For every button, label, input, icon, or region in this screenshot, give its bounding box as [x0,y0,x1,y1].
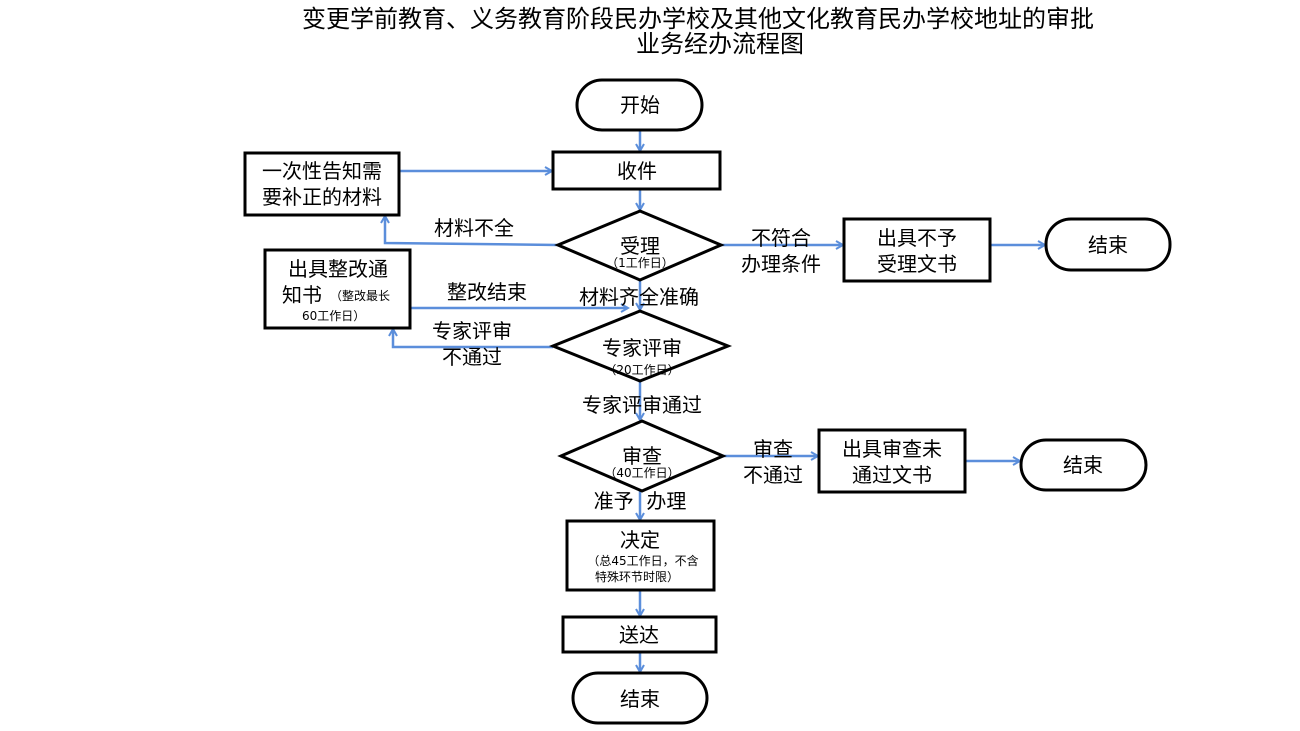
node-expert: 专家评审 （20工作日） [548,309,733,383]
node-end-label: 结束 [620,687,660,711]
label-expert-fail-2: 不通过 [442,345,502,369]
node-expert-note: （20工作日） [604,363,679,377]
node-decision-note2: 特殊环节时限） [595,569,679,584]
node-reject-review: 出具审查未 通过文书 [817,428,967,494]
label-approve: 准予 办理 [594,489,687,513]
node-end-right1: 结束 [1044,217,1172,272]
node-start: 开始 [575,78,704,132]
arrow-expert-rectify [393,329,553,349]
node-receive-label: 收件 [617,159,657,183]
node-accept-label: 受理 [620,234,660,258]
node-review-label: 审查 [622,444,662,468]
node-reject-review-line1: 出具审查未 [842,437,942,461]
node-accept: 受理 （1工作日） [554,209,725,282]
node-deliver: 送达 [561,615,718,654]
label-incomplete: 材料不全 [434,216,514,240]
node-rectify: 出具整改通 知书 （整改最长 60工作日） [263,248,412,330]
node-review: 审查 （40工作日） [557,419,727,493]
node-decision: 决定 （总45工作日，不含 特殊环节时限） [565,519,716,592]
node-reject-accept: 出具不予 受理文书 [842,217,992,283]
node-reject-accept-line1: 出具不予 [877,226,957,250]
label-review-fail-2: 不通过 [743,463,803,487]
node-end-right2: 结束 [1019,438,1148,492]
node-notify-line1: 一次性告知需 [262,159,382,183]
label-review-fail-1: 审查 [753,437,793,461]
label-rectify-done: 整改结束 [447,280,527,304]
title-line-1: 变更学前教育、义务教育阶段民办学校及其他文化教育民办学校地址的审批 [302,5,1094,33]
node-rectify-note2: 60工作日） [302,309,365,323]
node-decision-label: 决定 [620,528,660,552]
node-notify: 一次性告知需 要补正的材料 [243,151,401,217]
label-expert-pass: 专家评审通过 [582,393,702,417]
node-end: 结束 [571,671,709,725]
label-not-qualified-1: 不符合 [751,226,811,250]
node-receive: 收件 [551,150,722,191]
arrow-accept-notify [385,216,559,247]
label-expert-fail-1: 专家评审 [432,319,512,343]
node-reject-accept-line2: 受理文书 [877,252,957,276]
node-rectify-note1: （整改最长 [330,288,390,303]
node-decision-note1: （总45工作日，不含 [587,553,698,568]
label-complete: 材料齐全准确 [579,285,699,309]
label-not-qualified-2: 办理条件 [741,252,821,276]
node-notify-line2: 要补正的材料 [262,185,382,209]
node-rectify-line1: 出具整改通 [288,257,388,281]
node-accept-note: （1工作日） [606,256,674,270]
node-end-right2-label: 结束 [1063,453,1103,477]
node-expert-label: 专家评审 [602,336,682,360]
node-end-right1-label: 结束 [1088,233,1128,257]
node-start-label: 开始 [620,93,660,117]
node-reject-review-line2: 通过文书 [852,463,932,487]
node-rectify-line2: 知书 [282,283,322,307]
node-review-note: （40工作日） [604,466,679,480]
title-line-2: 业务经办流程图 [636,30,804,58]
node-deliver-label: 送达 [619,623,659,647]
